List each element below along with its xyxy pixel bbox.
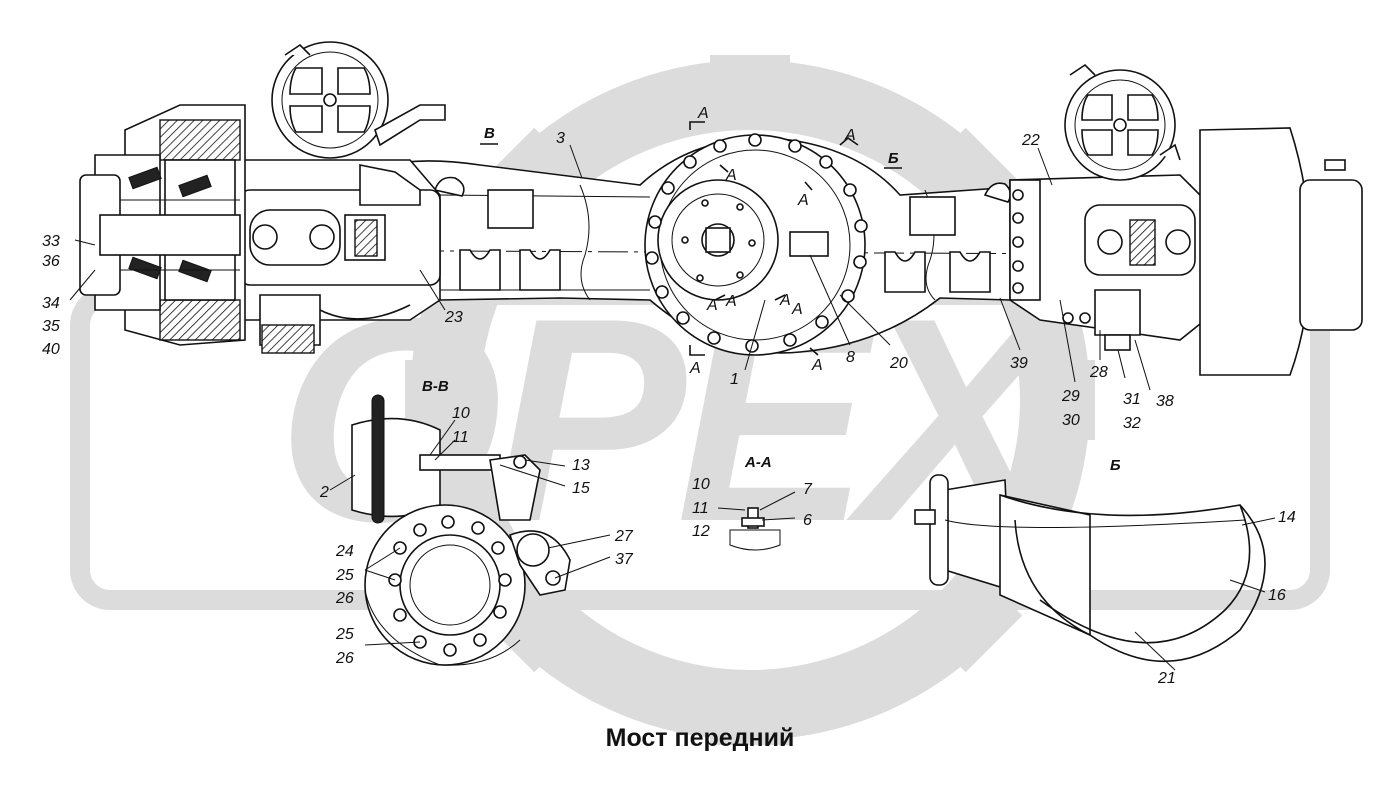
left-hub-brake xyxy=(79,104,246,346)
drawing-caption: Мост передний xyxy=(605,724,795,752)
callout-31: 31 xyxy=(1123,391,1141,408)
left-brake-chamber xyxy=(271,41,446,159)
axle-edge-top xyxy=(439,194,651,198)
callout-7: 7 xyxy=(803,481,813,498)
callout-26: 26 xyxy=(335,590,354,607)
section-mark-a: А xyxy=(844,127,856,144)
callout-13: 13 xyxy=(572,457,590,474)
section-mark-labels: А А А А А А А А А А xyxy=(689,105,856,377)
callout-32: 32 xyxy=(1123,415,1141,432)
axle-assembly xyxy=(79,41,1363,376)
section-mark-a: А xyxy=(811,357,823,374)
callout-30: 30 xyxy=(1062,412,1080,429)
callout-12: 12 xyxy=(692,523,710,540)
right-steering-knuckle xyxy=(1009,127,1363,376)
section-label-a-a: А-А xyxy=(744,454,772,471)
section-labels: В Б В-В А-А Б xyxy=(422,125,1121,474)
watermark-gear-icon xyxy=(405,55,1095,745)
section-label-v-v: В-В xyxy=(422,378,449,395)
section-mark-a: А xyxy=(689,360,701,377)
section-mark-a: А xyxy=(706,297,718,314)
left-steering-knuckle xyxy=(239,159,441,354)
callout-14: 14 xyxy=(1278,509,1296,526)
section-v-v xyxy=(351,394,571,666)
section-label-v: В xyxy=(484,125,495,142)
callout-25: 25 xyxy=(335,626,354,643)
inspection-window xyxy=(789,231,829,257)
section-mark-a: А xyxy=(779,292,791,309)
callout-8: 8 xyxy=(846,349,855,366)
section-mark-a: А xyxy=(725,293,737,310)
callout-10: 10 xyxy=(452,405,470,422)
right-brake-chamber xyxy=(1064,63,1181,181)
section-cut-marks xyxy=(689,121,859,356)
callout-40: 40 xyxy=(42,341,60,358)
callout-15: 15 xyxy=(572,480,590,497)
spring-pads xyxy=(433,176,1012,293)
view-b xyxy=(914,474,1266,663)
callout-33: 33 xyxy=(42,233,60,250)
callout-11: 11 xyxy=(452,429,469,446)
callout-39: 39 xyxy=(1010,355,1028,372)
callout-29: 29 xyxy=(1061,388,1080,405)
section-mark-a: А xyxy=(797,192,809,209)
view-label-b: Б xyxy=(1110,457,1121,474)
callout-27: 27 xyxy=(614,528,634,545)
callout-10: 10 xyxy=(692,476,710,493)
differential-flange xyxy=(644,133,868,356)
break-line xyxy=(579,184,591,301)
section-mark-a: А xyxy=(725,167,737,184)
callout-25: 25 xyxy=(335,567,354,584)
callout-numbers: 3 22 33 36 34 35 40 23 1 8 20 39 29 30 2… xyxy=(42,130,1296,687)
callout-23: 23 xyxy=(444,309,463,326)
callout-28: 28 xyxy=(1089,364,1108,381)
callout-34: 34 xyxy=(42,295,60,312)
callout-21: 21 xyxy=(1157,670,1176,687)
callout-22: 22 xyxy=(1021,132,1040,149)
section-mark-a: А xyxy=(697,105,709,122)
section-mark-a: А xyxy=(791,301,803,318)
callout-37: 37 xyxy=(615,551,634,568)
callout-38: 38 xyxy=(1156,393,1174,410)
callout-36: 36 xyxy=(42,253,60,270)
callout-16: 16 xyxy=(1268,587,1286,604)
callout-2: 2 xyxy=(319,484,329,501)
callout-3: 3 xyxy=(556,130,565,147)
callout-24: 24 xyxy=(335,543,354,560)
leader-lines xyxy=(69,144,1276,671)
callout-26: 26 xyxy=(335,650,354,667)
section-a-a xyxy=(729,507,781,551)
callout-20: 20 xyxy=(889,355,908,372)
callout-6: 6 xyxy=(803,512,812,529)
callout-35: 35 xyxy=(42,318,60,335)
section-label-b: Б xyxy=(888,150,899,167)
callout-1: 1 xyxy=(730,371,739,388)
callout-11: 11 xyxy=(692,500,709,517)
